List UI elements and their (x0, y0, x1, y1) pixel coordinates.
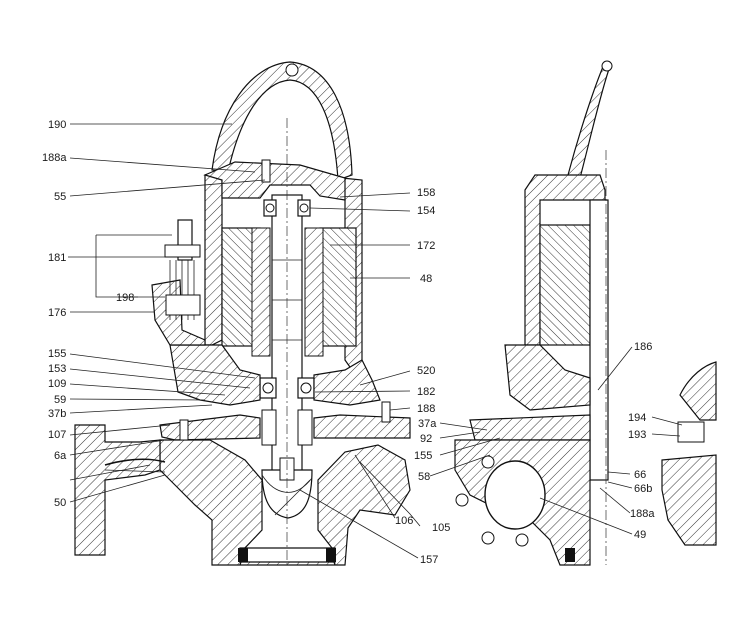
stator-right (319, 227, 357, 347)
side-flange (469, 414, 591, 441)
lower-bearing-left (259, 377, 277, 399)
side-seal-housing (504, 344, 591, 411)
part-labels: 190 188a 55 181 198 176 155 153 109 59 3… (42, 119, 655, 566)
label-186: 186 (634, 341, 652, 353)
handle-eye (285, 63, 299, 77)
label-188: 188 (417, 403, 435, 415)
detail-casing (661, 454, 717, 546)
label-66b: 66b (634, 483, 652, 495)
label-48: 48 (420, 273, 432, 285)
pump-volute-casing (159, 439, 411, 566)
suction-inlet-ring (239, 547, 336, 563)
label-37a: 37a (418, 418, 437, 430)
side-lifting-handle (567, 61, 611, 179)
side-flange-hole-bottom (481, 531, 495, 545)
rotor-right (304, 227, 324, 357)
label-193: 193 (628, 429, 646, 441)
lifting-handle (211, 61, 353, 181)
detail-cable-fitting (677, 421, 705, 443)
label-37b: 37b (48, 408, 66, 420)
detail-housing (679, 361, 717, 421)
impeller (261, 469, 313, 519)
label-194: 194 (628, 412, 646, 424)
label-176: 176 (48, 307, 66, 319)
leader-lines (68, 123, 683, 559)
label-66: 66 (634, 469, 646, 481)
side-discharge-bore (484, 460, 546, 530)
label-106: 106 (395, 515, 413, 527)
label-50: 50 (54, 497, 66, 509)
mechanical-seal-right (297, 409, 313, 446)
label-109: 109 (48, 378, 66, 390)
label-188a: 188a (42, 152, 67, 164)
rotor-left (251, 227, 271, 357)
label-181: 181 (48, 252, 66, 264)
label-6a: 6a (54, 450, 67, 462)
mechanical-seal-left (261, 409, 277, 446)
top-bolt (261, 159, 271, 183)
label-190: 190 (48, 119, 66, 131)
label-182: 182 (417, 386, 435, 398)
bearing-flange-right (313, 414, 411, 439)
motor-housing-left-wall (204, 169, 223, 346)
upper-bearing-left (263, 199, 277, 217)
label-520: 520 (417, 365, 435, 377)
label-105: 105 (432, 522, 450, 534)
side-flange-hole-left (455, 493, 469, 507)
label-155: 155 (48, 348, 66, 360)
side-flange-hole-right (515, 533, 529, 547)
label-172: 172 (417, 240, 435, 252)
bearing-flange (159, 414, 261, 441)
main-pump-section (74, 61, 411, 566)
flange-bolt-left (179, 419, 189, 441)
cable-clamp (165, 294, 201, 316)
label-153: 153 (48, 363, 66, 375)
side-shaft (589, 199, 609, 481)
label-155-side: 155 (414, 450, 432, 462)
seal-housing (169, 344, 261, 406)
motor-top-cover (203, 161, 346, 201)
lower-bearing-right (297, 377, 315, 399)
label-157: 157 (420, 554, 438, 566)
side-stator (539, 224, 591, 346)
label-92: 92 (420, 433, 432, 445)
flange-bolt-right (381, 401, 391, 423)
seal-housing-right (313, 359, 381, 406)
side-pump-section (454, 60, 613, 566)
side-flange-hole-top (481, 455, 495, 469)
label-49: 49 (634, 529, 646, 541)
detail-partial-section (661, 361, 717, 546)
label-154: 154 (417, 205, 435, 217)
wear-ring-right (326, 548, 336, 562)
wear-ring-left (238, 548, 248, 562)
label-158: 158 (417, 187, 435, 199)
label-188a-side: 188a (630, 508, 655, 520)
label-55: 55 (54, 191, 66, 203)
label-198: 198 (116, 292, 134, 304)
label-59: 59 (54, 394, 66, 406)
label-107: 107 (48, 429, 66, 441)
discharge-flange (74, 424, 161, 556)
discharge-pipe-bore (104, 458, 166, 466)
label-58: 58 (418, 471, 430, 483)
